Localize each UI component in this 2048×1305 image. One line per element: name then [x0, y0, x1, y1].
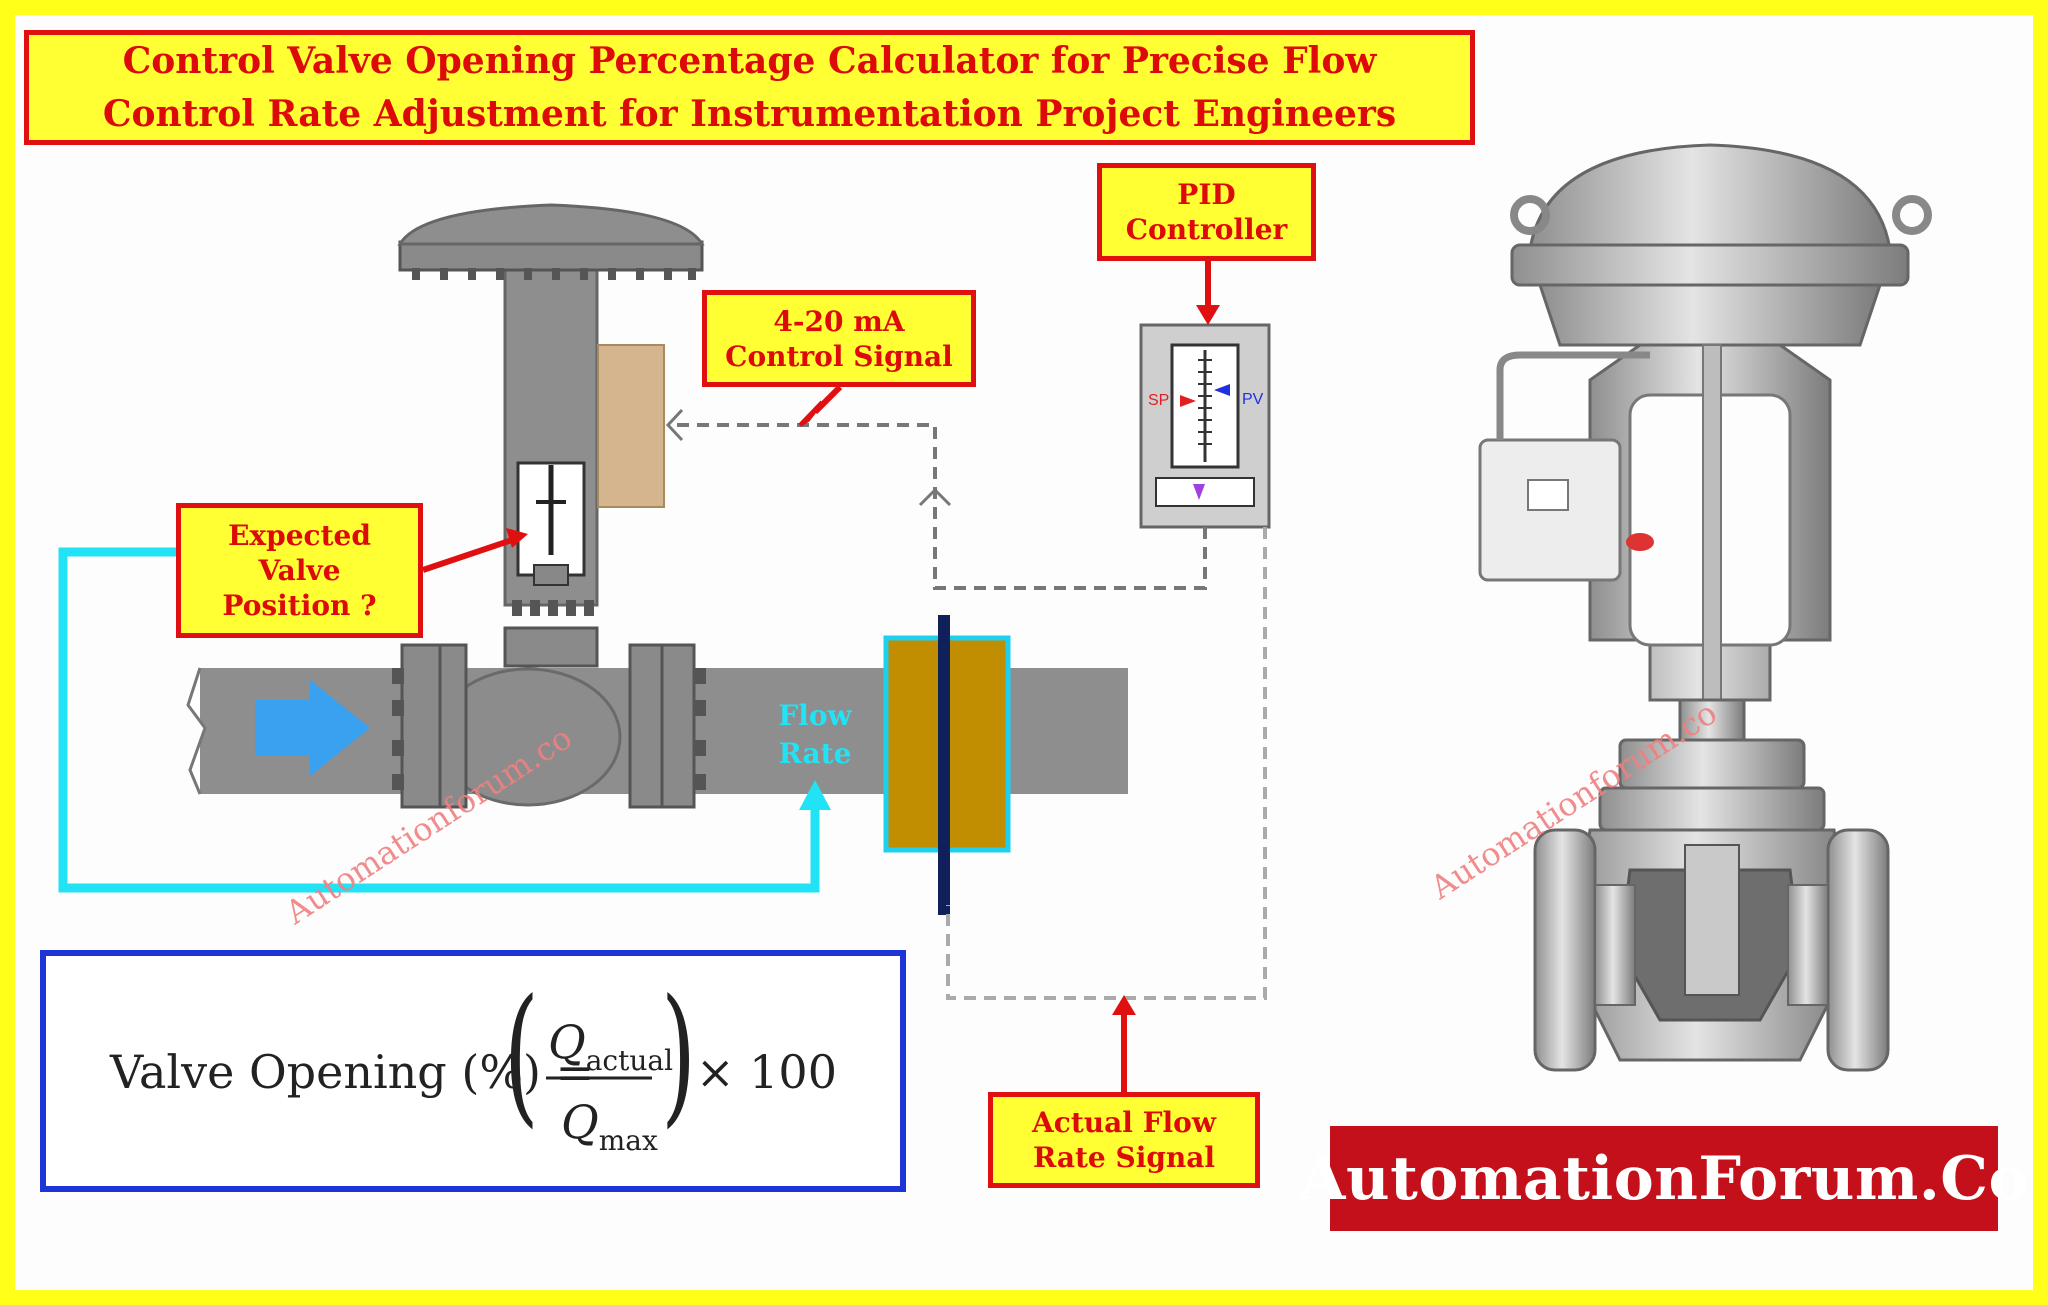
numerator-subscript: actual — [586, 1044, 673, 1077]
flow-signal-line — [946, 527, 1267, 1000]
expected-valve-position-callout: Expected Valve Position ? — [176, 503, 423, 638]
svg-text:Qactual: Qactual — [548, 1015, 673, 1077]
actuator-diaphragm — [397, 203, 705, 246]
title-line-1: Control Valve Opening Percentage Calcula… — [122, 40, 1377, 83]
left-flange — [392, 643, 468, 809]
page-title: Control Valve Opening Percentage Calcula… — [24, 30, 1475, 145]
formula-multiplier: × 100 — [696, 1045, 837, 1099]
process-value-pointer — [1214, 384, 1230, 396]
control-signal-line — [668, 423, 1207, 590]
valve-bonnet — [503, 626, 599, 668]
valve-positioner — [597, 344, 665, 508]
pid-callout-line-1: PID — [1177, 178, 1236, 211]
valve-opening-formula: Valve Opening (%) = ( Qactual Qmax ) × 1… — [109, 968, 837, 1157]
numerator-symbol: Q — [548, 1015, 586, 1069]
actual-flow-signal-callout: Actual Flow Rate Signal — [988, 1092, 1260, 1188]
sp-label: SP — [1148, 392, 1169, 409]
svg-text:Qmax: Qmax — [561, 1095, 658, 1157]
expected-callout-line-2: Valve — [258, 554, 341, 587]
pid-callout-line-2: Controller — [1125, 213, 1288, 246]
expected-callout-line-3: Position ? — [222, 589, 377, 622]
right-paren: ) — [661, 968, 696, 1143]
pv-label: PV — [1242, 391, 1264, 408]
left-paren: ( — [504, 968, 539, 1143]
title-line-2: Control Rate Adjustment for Instrumentat… — [102, 92, 1397, 135]
bolt-row — [512, 600, 594, 616]
control-signal-callout: 4-20 mA Control Signal — [702, 290, 976, 387]
flow-direction-arrow — [255, 680, 370, 776]
formula-lhs: Valve Opening (%) = — [109, 1045, 594, 1099]
callout-arrows — [422, 261, 1220, 1092]
actual-callout-line-1: Actual Flow — [1032, 1106, 1216, 1139]
setpoint-pointer — [1180, 395, 1196, 407]
actual-callout-line-2: Rate Signal — [1032, 1141, 1216, 1174]
right-flange — [628, 643, 706, 809]
signal-callout-line-1: 4-20 mA — [773, 304, 905, 338]
actuator-housing — [1528, 143, 1892, 252]
signal-callout-line-2: Control Signal — [725, 339, 953, 373]
expected-callout-line-1: Expected — [228, 519, 371, 552]
flow-feedback-loop — [58, 547, 820, 893]
brand-banner: AutomationForum.Co — [1299, 1126, 2029, 1231]
denominator-symbol: Q — [561, 1095, 599, 1149]
formula-box: Valve Opening (%) = ( Qactual Qmax ) × 1… — [40, 950, 906, 1192]
pid-controller-callout: PID Controller — [1097, 163, 1316, 261]
pipe-broken-end — [186, 667, 207, 795]
denominator-subscript: max — [599, 1124, 658, 1157]
